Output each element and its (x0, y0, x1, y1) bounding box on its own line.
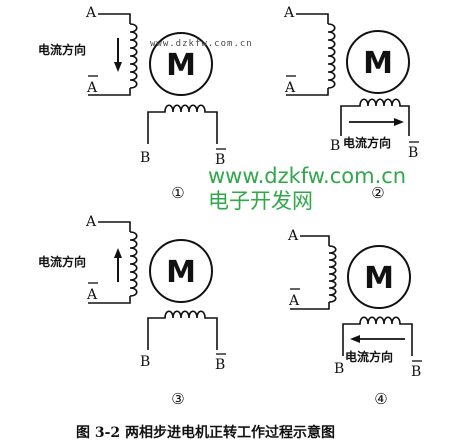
panel-1-rotor (149, 32, 213, 96)
panel-4: A A M 电流方向 B B ④ (287, 228, 422, 408)
panel-4-number: ④ (374, 390, 387, 408)
panel-2: A A M 电流方向 B B ② (283, 5, 419, 202)
panel-3-label-a-bar: A (86, 287, 98, 303)
panel-3-motor-label: M (166, 255, 196, 290)
panel-3-label-b: B (140, 354, 150, 370)
panel-2-motor-label: M (363, 46, 393, 81)
panel-2-coil-b (340, 98, 410, 136)
panel-1-lead-a-bottom (88, 88, 131, 96)
panel-3-label-b-bar: B (215, 357, 225, 373)
panel-1-label-a-bar: A (86, 80, 98, 96)
panel-1-current-label: 电流方向 (38, 42, 86, 57)
panel-2-coil-a (327, 23, 336, 89)
panel-3-number: ③ (171, 390, 184, 408)
panel-4-current-label: 电流方向 (345, 349, 393, 364)
panel-4-coil-b (342, 316, 413, 356)
watermark-url: www.dzkfw.com.cn (208, 164, 406, 188)
panel-1-label-a: A (85, 5, 97, 21)
panel-1-label-b-bar: B (215, 152, 225, 168)
panel-2-label-b-bar: B (408, 145, 418, 161)
panel-4-lead-a-bottom (290, 302, 330, 310)
panel-2-label-b: B (330, 138, 340, 154)
panel-4-rotor (347, 245, 411, 309)
panel-2-lead-a-top (296, 13, 329, 24)
panel-4-label-b-bar: B (411, 364, 421, 380)
panel-3-current-arrow-head (114, 248, 122, 258)
panel-2-label-a: A (283, 5, 295, 21)
panel-4-label-b: B (334, 361, 344, 377)
panel-1-lead-a-top (98, 13, 131, 24)
panel-1-motor-label: M (166, 48, 196, 83)
panel-2-label-a-bar: A (284, 80, 296, 96)
watermark-small-url: www.dzkfw.com.cn (150, 39, 253, 49)
panel-4-motor-label: M (364, 261, 394, 296)
panel-1-current-arrow-head (114, 62, 122, 72)
panel-1: A A 电流方向 M B B ① (38, 5, 226, 202)
panel-4-label-a: A (287, 228, 299, 244)
panel-4-coil-a (328, 245, 337, 303)
panel-3-coil-b (147, 310, 218, 350)
panel-3-lead-a-bottom (88, 296, 131, 304)
panel-3: A A 电流方向 M B B ③ (38, 214, 226, 408)
panel-1-number: ① (171, 184, 184, 202)
panel-3-rotor (149, 239, 213, 303)
panel-3-lead-a-top (98, 221, 131, 232)
panel-3-current-label: 电流方向 (38, 254, 86, 269)
panel-2-rotor (346, 30, 410, 94)
panel-4-label-a-bar: A (288, 293, 300, 309)
panel-2-current-label: 电流方向 (343, 135, 391, 150)
panel-2-current-arrow-head (394, 118, 404, 126)
figure-caption: 图 3-2 两相步进电机正转工作过程示意图 (76, 424, 335, 441)
panel-1-coil-b (147, 104, 218, 144)
panel-2-number: ② (371, 184, 384, 202)
panel-3-coil-a (129, 231, 138, 297)
panel-3-label-a: A (85, 214, 97, 230)
panel-4-current-arrow-head (350, 335, 360, 343)
panel-4-lead-a-top (300, 235, 330, 246)
panel-1-label-b: B (140, 150, 150, 166)
panel-2-lead-a-bottom (286, 88, 329, 96)
panel-1-coil-a (129, 23, 138, 89)
watermark-site-name: 电子开发网 (208, 189, 313, 213)
